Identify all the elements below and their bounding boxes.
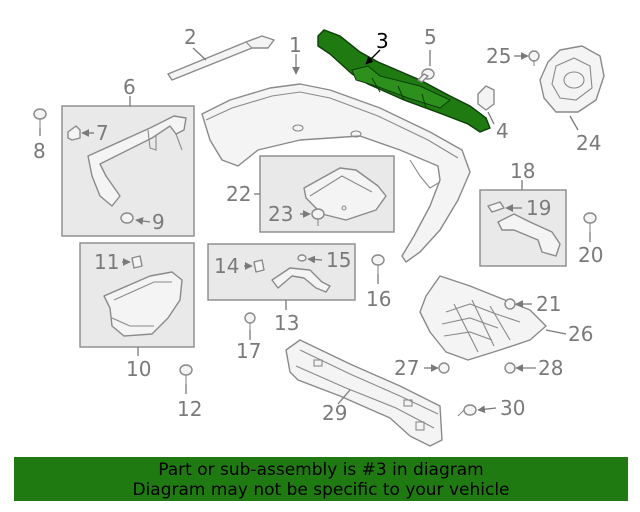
group-box-13 [207, 243, 356, 301]
callout-22: 22 [226, 182, 251, 206]
leader-24 [569, 115, 579, 131]
leader-26 [545, 329, 567, 335]
part-16-bolt[interactable] [371, 254, 385, 274]
part-25-bolt[interactable] [528, 50, 540, 66]
callout-16: 16 [366, 287, 391, 311]
part-2-trim-strip[interactable] [167, 35, 275, 81]
callout-12: 12 [177, 397, 202, 421]
part-3-highlighted-bracket[interactable] [317, 29, 491, 133]
part-22-bracket[interactable] [303, 167, 387, 221]
callout-28: 28 [538, 356, 563, 380]
part-14-clip[interactable] [253, 259, 265, 273]
part-17-clip[interactable] [244, 312, 256, 330]
callout-10: 10 [126, 357, 151, 381]
callout-1: 1 [289, 33, 302, 57]
callout-30: 30 [500, 396, 525, 420]
part-4-clip[interactable] [477, 85, 495, 111]
callout-20: 20 [578, 243, 603, 267]
callout-4: 4 [496, 119, 509, 143]
callout-8: 8 [33, 139, 46, 163]
part-13-bracket[interactable] [271, 267, 331, 293]
callout-21: 21 [536, 292, 561, 316]
callout-11: 11 [94, 250, 119, 274]
leader-15 [307, 255, 323, 264]
callout-2: 2 [184, 25, 197, 49]
callout-25: 25 [486, 44, 511, 68]
part-8-bolt[interactable] [33, 108, 47, 128]
part-28-fastener[interactable] [504, 362, 516, 374]
callout-19: 19 [526, 196, 551, 220]
info-banner: Part or sub-assembly is #3 in diagram Di… [14, 457, 628, 501]
part-24-assembly[interactable] [539, 45, 605, 113]
callout-24: 24 [576, 131, 601, 155]
leader-4 [487, 111, 495, 125]
leader-29 [337, 389, 351, 405]
part-12-bolt[interactable] [179, 364, 193, 384]
part-1-bumper-cover[interactable] [201, 83, 471, 263]
leader-9 [135, 217, 151, 225]
part-26-shield[interactable] [419, 275, 547, 361]
leader-3 [365, 49, 381, 65]
part-5-bolt[interactable] [417, 68, 435, 83]
part-7-clip[interactable] [67, 125, 81, 141]
banner-line-1: Part or sub-assembly is #3 in diagram [158, 460, 484, 480]
part-20-bolt[interactable] [583, 212, 597, 232]
part-9-fastener[interactable] [120, 212, 134, 224]
callout-13: 13 [274, 311, 299, 335]
part-27-fastener[interactable] [438, 362, 450, 374]
callout-27: 27 [394, 356, 419, 380]
callout-23: 23 [268, 202, 293, 226]
callout-26: 26 [568, 322, 593, 346]
part-21-fastener[interactable] [504, 298, 516, 310]
callout-9: 9 [152, 210, 165, 234]
callout-6: 6 [123, 75, 136, 99]
leader-30 [477, 405, 497, 414]
part-30-bolt[interactable] [457, 404, 477, 417]
callout-17: 17 [236, 339, 261, 363]
banner-line-2: Diagram may not be specific to your vehi… [132, 480, 510, 500]
callout-18: 18 [510, 159, 535, 183]
callout-29: 29 [322, 401, 347, 425]
part-6-bracket[interactable] [87, 115, 187, 207]
callout-3: 3 [376, 29, 389, 53]
callout-15: 15 [326, 248, 351, 272]
part-29-beam[interactable] [285, 339, 443, 447]
leader-2 [192, 47, 207, 61]
callout-14: 14 [214, 254, 239, 278]
callout-5: 5 [424, 25, 437, 49]
callout-7: 7 [96, 121, 109, 145]
part-10-shield[interactable] [103, 271, 183, 337]
part-15-clip[interactable] [297, 254, 307, 262]
part-19-bracket[interactable] [487, 201, 561, 257]
part-11-clip[interactable] [131, 255, 143, 269]
part-23-bolt[interactable] [311, 208, 325, 226]
